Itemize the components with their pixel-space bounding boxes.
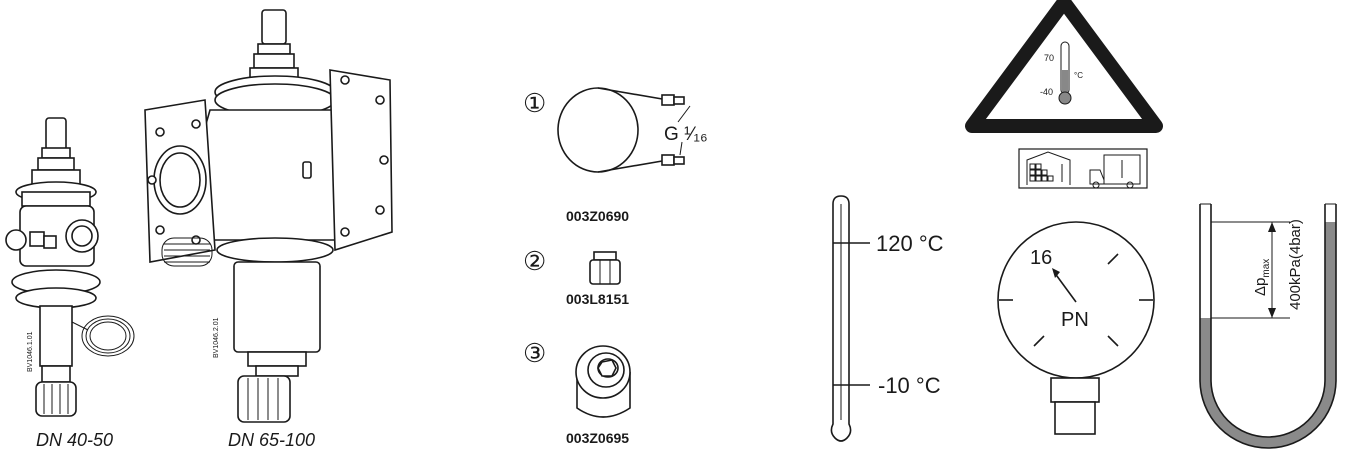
warning-triangle-icon — [965, 0, 1163, 133]
pressure-gauge-icon — [997, 221, 1155, 435]
valve-dn65-100-ref: BV1046.2.01 — [213, 317, 220, 358]
accessory-2-number: ② — [523, 246, 546, 276]
valve-dn40-50-illustration — [5, 117, 135, 417]
valve-dn40-50-ref: BV1046.1.01 — [27, 331, 34, 372]
gauge-label: PN — [1061, 309, 1089, 331]
accessory-3-code: 003Z0695 — [566, 430, 629, 446]
sealing-cap-icon — [575, 345, 631, 418]
ambient-temp-max: 70 — [1044, 53, 1054, 63]
medium-temp-high: 120 °C — [876, 231, 944, 256]
u-tube-manometer-icon — [1199, 203, 1337, 449]
medium-temp-low: -10 °C — [878, 373, 941, 398]
valve-dn65-100-caption: DN 65-100 — [228, 430, 315, 450]
dp-subscript: max — [1261, 259, 1272, 278]
gauge-value: 16 — [1030, 247, 1052, 269]
nipple-fitting-icon — [589, 251, 621, 285]
impulse-tube-icon — [557, 87, 691, 173]
accessory-1-number: ① — [523, 88, 546, 118]
accessory-1-code: 003Z0690 — [566, 208, 629, 224]
valve-dn40-50-caption: DN 40-50 — [36, 430, 113, 450]
ambient-temp-min: -40 — [1040, 87, 1053, 97]
accessory-2-code: 003L8151 — [566, 291, 629, 307]
thermometer-icon — [830, 195, 870, 442]
dp-symbol: Δp — [1252, 278, 1269, 296]
ambient-temp-unit: °C — [1074, 71, 1083, 80]
valve-dn65-100-illustration — [144, 9, 393, 423]
storage-transport-icon — [1018, 148, 1148, 189]
accessory-1-thread: G ¹⁄₁₆ — [664, 124, 708, 145]
dp-max-label: Δpmax — [1252, 259, 1272, 296]
dp-max-value: 400kPa(4bar) — [1287, 219, 1304, 310]
accessory-3-number: ③ — [523, 338, 546, 368]
